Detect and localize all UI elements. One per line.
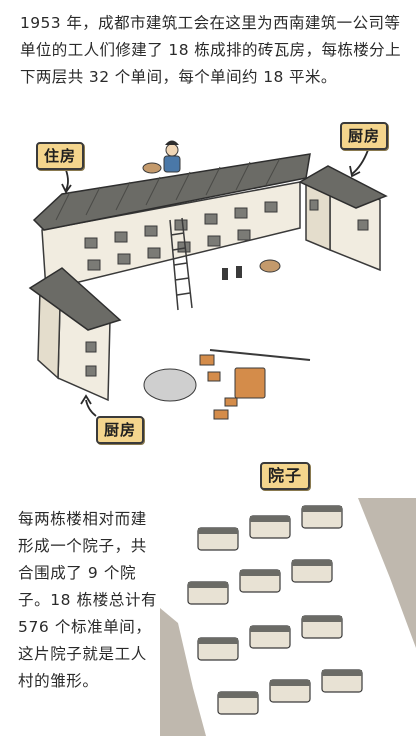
- dormitory-illustration: [28, 140, 388, 420]
- label-kitchen-left: 厨房: [96, 416, 145, 444]
- label-kitchen-right: 厨房: [340, 122, 389, 150]
- label-courtyard: 院子: [260, 462, 311, 490]
- courtyard-aerial-illustration: [160, 498, 416, 736]
- label-residence: 住房: [36, 142, 85, 170]
- courtyard-paragraph: 每两栋楼相对而建形成一个院子，共合围成了 9 个院子。18 栋楼总计有 576 …: [18, 510, 158, 690]
- intro-paragraph: 1953 年，成都市建筑工会在这里为西南建筑一公司等单位的工人们修建了 18 栋…: [20, 14, 401, 86]
